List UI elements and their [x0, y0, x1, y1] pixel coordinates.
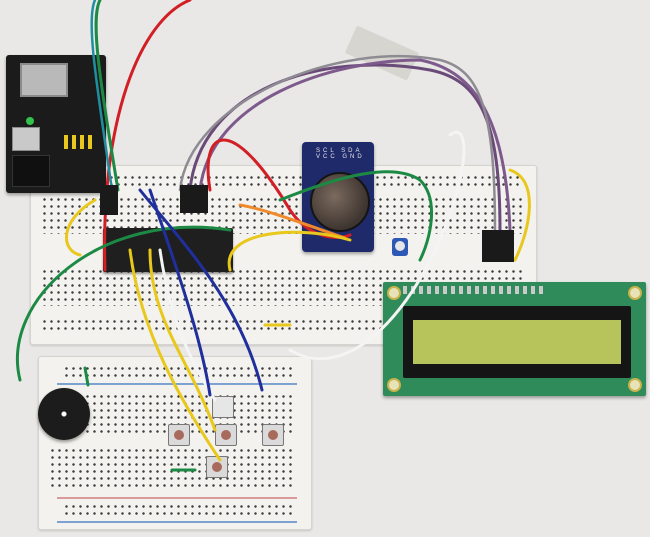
purple-wire-2 — [198, 58, 512, 232]
button-cap — [174, 430, 184, 440]
red-wire — [103, 0, 192, 272]
yellow-wire-right — [508, 168, 531, 262]
header-block-2 — [100, 185, 118, 215]
rtc-module: SCL SDA VCC GND — [302, 142, 374, 252]
small-bb-red-rail — [57, 497, 297, 499]
yellow-wire-2 — [128, 248, 222, 462]
push-button-2 — [215, 424, 237, 446]
teal-wire — [90, 0, 114, 192]
power-switch — [12, 127, 40, 151]
piezo-buzzer — [38, 388, 90, 440]
coin-cell-battery — [310, 172, 370, 232]
blue-wire-1 — [138, 188, 264, 392]
green-jumper-short — [83, 366, 90, 387]
lcd-header-pins — [403, 286, 543, 294]
power-led — [26, 117, 34, 125]
potentiometer-knob — [395, 241, 405, 251]
power-supply-module — [6, 55, 106, 193]
white-wire — [158, 248, 217, 402]
mount-hole — [628, 286, 642, 300]
lcd-display-module — [383, 282, 646, 396]
jumper-pins — [64, 135, 94, 149]
yellow-wire-rtc — [227, 230, 352, 272]
blue-wire-2 — [148, 188, 212, 397]
lcd-screen — [413, 320, 621, 364]
button-cap — [221, 430, 231, 440]
usb-port — [20, 63, 68, 97]
push-button-1 — [168, 424, 190, 446]
small-bb-blue-rail-bottom — [57, 521, 297, 523]
push-button-3 — [262, 424, 284, 446]
mount-hole — [628, 378, 642, 392]
grey-wire — [178, 55, 497, 232]
small-bb-blue-rail-top — [57, 383, 297, 385]
green-wire — [94, 0, 120, 192]
button-cap — [212, 462, 222, 472]
small-bb-holes-bottom-rail — [63, 503, 293, 515]
button-cap — [268, 430, 278, 440]
small-bb-holes-top-rail — [63, 365, 293, 377]
push-button-5 — [212, 396, 234, 418]
yellow-wire-left — [65, 198, 97, 257]
mount-hole — [387, 378, 401, 392]
header-block-right — [482, 230, 514, 262]
header-block-left — [180, 185, 208, 213]
green-wire-rtc — [278, 170, 434, 262]
rtc-pin-labels: SCL SDA VCC GND — [316, 148, 365, 160]
purple-wire-1 — [188, 63, 502, 232]
yellow-wire-1 — [148, 248, 217, 432]
dc-barrel-jack — [12, 155, 50, 187]
green-wire-long — [16, 225, 232, 382]
lcd-bezel — [403, 306, 631, 378]
small-bb-holes-lower — [49, 447, 294, 487]
microcontroller-chip — [103, 228, 233, 272]
potentiometer — [392, 238, 408, 256]
mount-hole — [387, 286, 401, 300]
white-wire-lcd — [288, 131, 466, 361]
red-wire-2 — [206, 138, 352, 239]
